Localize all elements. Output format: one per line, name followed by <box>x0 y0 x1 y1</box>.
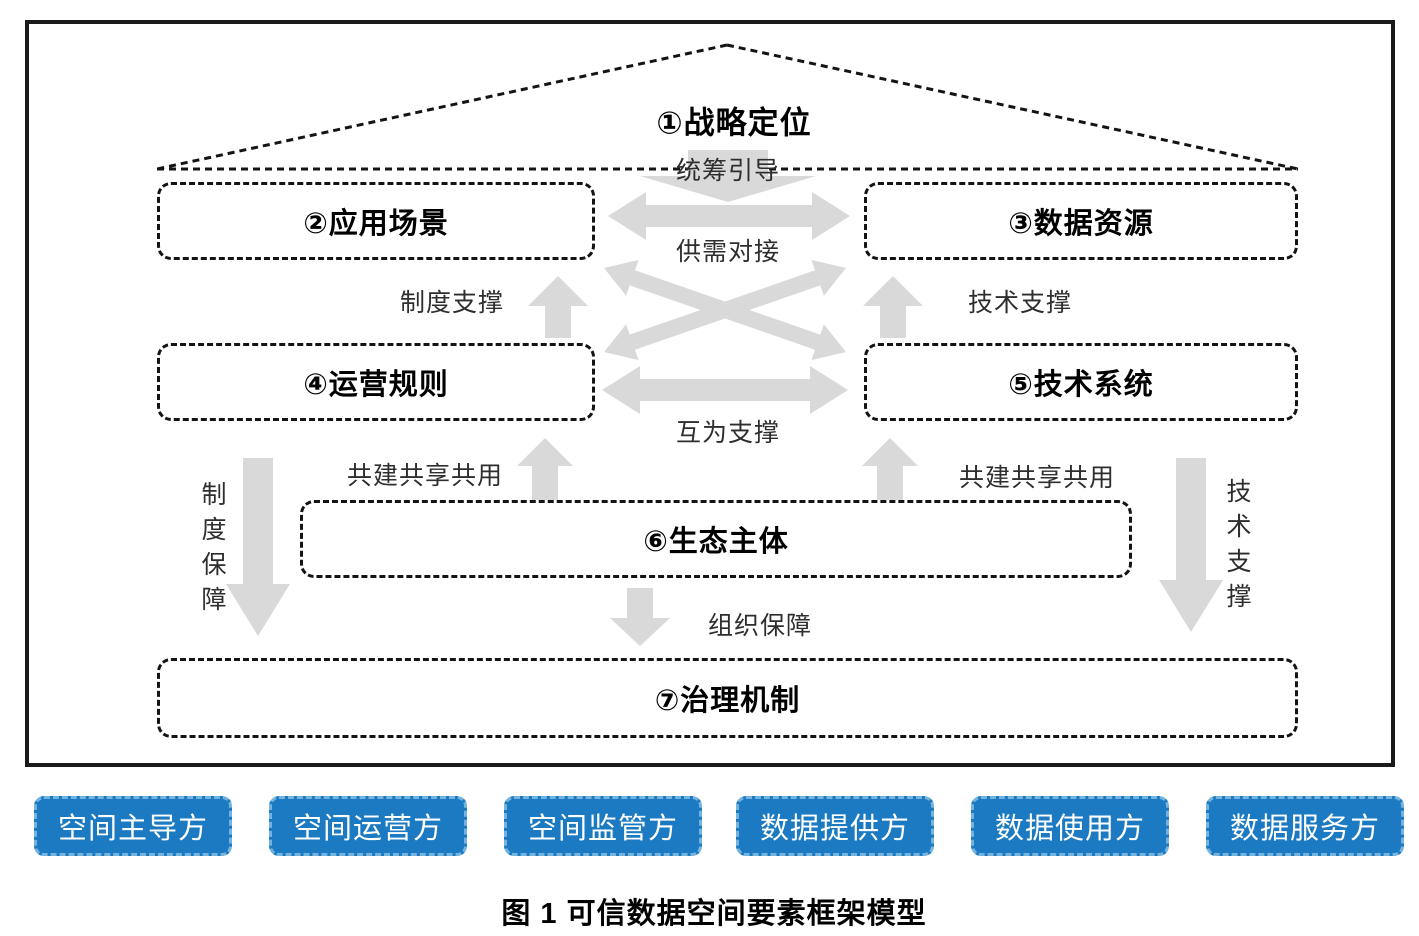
arrow-tech-support-down <box>1159 458 1223 632</box>
arrow-cross-b <box>604 259 846 361</box>
arrow-institution-guarantee <box>226 458 290 636</box>
box-application-scenarios-label: ②应用场景 <box>303 208 449 240</box>
arrow-mutual-support <box>602 366 848 414</box>
box-eco-entities: ⑥生态主体 <box>300 500 1132 578</box>
figure-caption: 图 1 可信数据空间要素框架模型 <box>501 898 927 930</box>
role-data-servicer: 数据服务方 <box>1206 796 1404 856</box>
roof-right-slope-line <box>726 43 1299 171</box>
role-space-leader: 空间主导方 <box>34 796 232 856</box>
box-eco-entities-label: ⑥生态主体 <box>643 526 789 558</box>
arrow-institution-support-up <box>528 276 588 338</box>
arrow-supply-demand <box>608 192 850 240</box>
supply-demand-label: 供需对接 <box>675 238 781 266</box>
tech-support-vertical-label: 技术支撑 <box>1223 478 1251 618</box>
strategic-positioning-title: ①战略定位 <box>656 105 812 141</box>
box-governance-mechanism-label: ⑦治理机制 <box>654 685 801 717</box>
roof-left-slope-line <box>156 43 728 171</box>
role-data-user: 数据使用方 <box>971 796 1169 856</box>
box-data-resources-label: ③数据资源 <box>1008 208 1154 240</box>
arrow-overall-guidance <box>640 150 816 202</box>
institution-guarantee-label: 制度保障 <box>198 481 226 621</box>
arrow-co-build-left-up <box>517 438 573 500</box>
tech-support-label: 技术支撑 <box>967 289 1073 317</box>
box-operation-rules-label: ④运营规则 <box>303 369 449 401</box>
role-data-provider: 数据提供方 <box>736 796 934 856</box>
institution-support-label: 制度支撑 <box>399 289 505 317</box>
box-governance-mechanism: ⑦治理机制 <box>157 658 1298 738</box>
co-build-left-label: 共建共享共用 <box>346 462 504 490</box>
org-guarantee-label: 组织保障 <box>707 612 813 640</box>
arrow-co-build-right-up <box>862 438 918 500</box>
diagram-outer-frame <box>25 20 1395 767</box>
arrow-org-guarantee <box>610 588 670 646</box>
box-tech-systems-label: ⑤技术系统 <box>1008 369 1154 401</box>
box-operation-rules: ④运营规则 <box>157 343 595 421</box>
overall-guidance-label: 统筹引导 <box>675 157 781 185</box>
role-space-regulator: 空间监管方 <box>504 796 702 856</box>
arrow-tech-support-up <box>863 276 923 338</box>
mutual-support-label: 互为支撑 <box>675 419 781 447</box>
role-space-operator: 空间运营方 <box>269 796 467 856</box>
box-data-resources: ③数据资源 <box>864 182 1298 260</box>
co-build-right-label: 共建共享共用 <box>958 464 1116 492</box>
box-tech-systems: ⑤技术系统 <box>864 343 1298 421</box>
box-application-scenarios: ②应用场景 <box>157 182 595 260</box>
